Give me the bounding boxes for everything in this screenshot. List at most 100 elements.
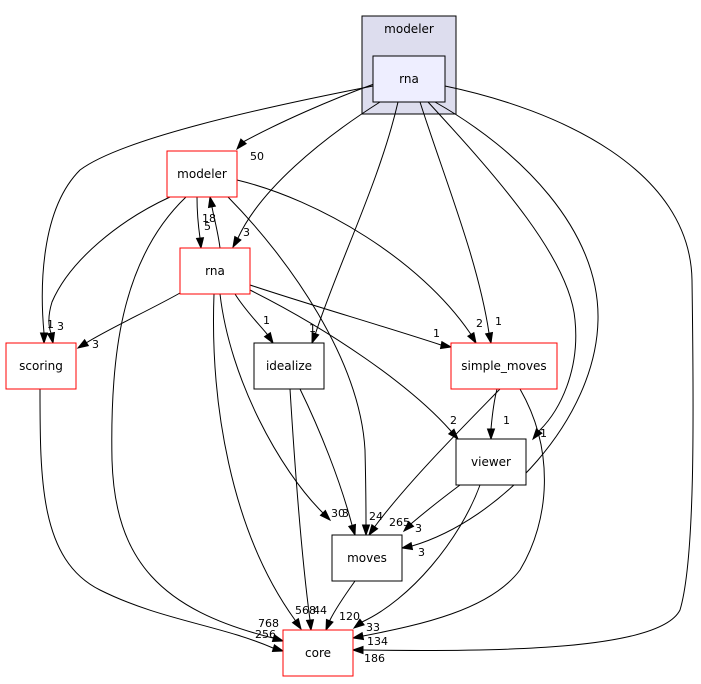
- edge-arrowhead: [486, 428, 496, 441]
- node-label[interactable]: idealize: [266, 359, 312, 373]
- edge-line: [41, 85, 374, 334]
- edge-line: [289, 388, 311, 621]
- node-label[interactable]: rna: [205, 264, 225, 278]
- edge-weight-label[interactable]: 1: [433, 327, 440, 340]
- node-moves[interactable]: moves: [331, 534, 403, 582]
- node-scoring[interactable]: scoring: [5, 342, 77, 390]
- edge-line: [85, 292, 181, 344]
- edge-weight-label[interactable]: 1: [495, 315, 502, 328]
- edge-weight-label[interactable]: 24: [369, 510, 383, 523]
- edge-line: [411, 101, 599, 547]
- edge-weight-label[interactable]: 256: [255, 628, 276, 641]
- node-simple_moves[interactable]: simple_moves: [450, 342, 558, 390]
- edge-arrowhead: [402, 520, 415, 533]
- node-label[interactable]: core: [305, 646, 331, 660]
- edge-line: [111, 196, 274, 639]
- edge-weight-label[interactable]: 568: [295, 604, 316, 617]
- edge-weight-label[interactable]: 1: [503, 414, 510, 427]
- node-label[interactable]: rna: [399, 72, 419, 86]
- edge-weight-label[interactable]: 18: [202, 212, 216, 225]
- edge-arrowhead: [484, 331, 494, 345]
- edge-weight-label[interactable]: 50: [250, 150, 264, 163]
- edge-weight-label[interactable]: 30: [331, 507, 345, 520]
- edge-weight-label[interactable]: 1: [309, 322, 316, 335]
- node-box[interactable]: [450, 342, 558, 390]
- edge-rna-scoring: 3: [76, 292, 181, 351]
- edge-weight-label[interactable]: 3: [342, 507, 349, 520]
- edge-arrowhead: [400, 541, 414, 551]
- node-box[interactable]: [372, 55, 446, 103]
- edge-weight-label[interactable]: 3: [418, 546, 425, 559]
- edge-arrowhead: [271, 633, 285, 643]
- edge-modeler-scoring: 3: [46, 196, 171, 345]
- edge-weight-label[interactable]: 120: [339, 610, 360, 623]
- edge-weight-label[interactable]: 186: [364, 652, 385, 665]
- node-box[interactable]: [455, 438, 527, 486]
- node-label[interactable]: modeler: [177, 167, 227, 181]
- node-box[interactable]: [282, 629, 354, 677]
- edge-moves-core: 120: [325, 580, 360, 632]
- edge-weight-label[interactable]: 3: [57, 320, 64, 333]
- edge-weight-label[interactable]: 2: [476, 317, 483, 330]
- edge-arrowhead: [466, 331, 477, 345]
- edge-line: [410, 484, 461, 525]
- edge-line: [314, 101, 399, 334]
- edge-line: [374, 388, 501, 528]
- edge-viewer-core: 33: [352, 484, 481, 634]
- edge-line: [196, 196, 201, 239]
- edge-weight-label[interactable]: 768: [258, 617, 279, 630]
- nodes: rna modeler rna scoring idealize simple_moves…: [5, 55, 558, 677]
- edge-weight-label[interactable]: 5: [204, 220, 211, 233]
- cluster-label: modeler: [384, 22, 434, 36]
- edge-weight-label[interactable]: 33: [366, 621, 380, 634]
- node-idealize[interactable]: idealize: [253, 342, 325, 390]
- edge-scoring-core: 768: [39, 388, 285, 653]
- node-label[interactable]: moves: [347, 551, 387, 565]
- edge-rna-moves: 30: [219, 293, 345, 522]
- edge-arrowhead: [39, 332, 49, 345]
- edge-arrowhead: [439, 340, 453, 350]
- node-box[interactable]: [179, 247, 251, 295]
- edge-weight-label[interactable]: 44: [313, 604, 327, 617]
- edge-arrowhead: [351, 631, 365, 641]
- edge-weight-label[interactable]: 3: [415, 522, 422, 535]
- edge-arrowhead: [236, 138, 248, 151]
- node-label[interactable]: simple_moves: [461, 359, 546, 373]
- node-viewer[interactable]: viewer: [455, 438, 527, 486]
- edge-weight-label[interactable]: 1: [263, 314, 270, 327]
- node-label[interactable]: viewer: [471, 455, 511, 469]
- edge-viewer-moves: 3: [402, 484, 461, 535]
- node-box[interactable]: [166, 150, 238, 198]
- node-label[interactable]: scoring: [19, 359, 63, 373]
- edge-rna-core: 568: [213, 293, 316, 631]
- edge-idealize-core: 44: [289, 388, 327, 632]
- edge-weight-label[interactable]: 134: [367, 635, 388, 648]
- edge-arrowhead: [319, 509, 332, 522]
- edge-arrowhead: [195, 237, 205, 250]
- edge-simple_moves-viewer: 1: [486, 388, 510, 441]
- edge-line: [361, 484, 481, 623]
- node-rna_top[interactable]: rna: [372, 55, 446, 103]
- node-core[interactable]: core: [282, 629, 354, 677]
- edge-weight-label[interactable]: 265: [389, 516, 410, 529]
- node-box[interactable]: [331, 534, 403, 582]
- edge-simple_moves-core: 134: [351, 388, 545, 648]
- edge-line: [219, 293, 324, 514]
- edge-weight-label[interactable]: 1: [47, 318, 54, 331]
- edge-arrowhead: [361, 524, 371, 537]
- edge-weight-label[interactable]: 1: [540, 427, 547, 440]
- node-rna[interactable]: rna: [179, 247, 251, 295]
- edge-line: [419, 101, 490, 334]
- edge-arrowhead: [271, 643, 285, 653]
- edge-weight-label[interactable]: 3: [243, 226, 250, 239]
- edge-arrowhead: [311, 331, 320, 345]
- edge-line: [234, 293, 268, 335]
- edge-line: [362, 388, 545, 637]
- edge-weight-label[interactable]: 3: [92, 338, 99, 351]
- node-box[interactable]: [5, 342, 77, 390]
- node-modeler[interactable]: modeler: [166, 150, 238, 198]
- node-box[interactable]: [253, 342, 325, 390]
- edge-weight-label[interactable]: 2: [450, 414, 457, 427]
- edge-rna-idealize: 1: [234, 293, 274, 345]
